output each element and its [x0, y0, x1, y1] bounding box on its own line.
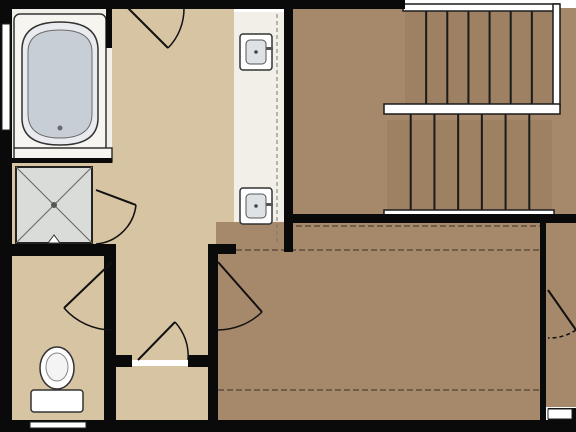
wall-hall-left [208, 244, 236, 254]
wall-closet-right [208, 244, 218, 420]
shower-drain-icon [51, 202, 57, 208]
door-loft [217, 261, 263, 331]
stair-treads-upper [425, 10, 533, 104]
door-toilet-room [63, 261, 113, 331]
wall-tub-right [106, 8, 112, 48]
wall-top [0, 0, 405, 9]
wall-closet-left [108, 355, 132, 367]
wall-toilet-right [104, 244, 116, 420]
wall-tub-bottom [12, 158, 112, 163]
linen-closet-floor [116, 366, 208, 422]
staircase [383, 3, 561, 218]
door-closet [137, 321, 189, 361]
wall-closet-mid [188, 355, 212, 367]
doors [63, 7, 576, 361]
vanity-sink-lower [239, 187, 273, 225]
toilet [30, 346, 84, 413]
trim [1, 23, 573, 429]
stair-treads-lower [409, 114, 531, 212]
shower-head-icon [47, 234, 61, 244]
door-master-bath-top [127, 7, 185, 49]
stair-rail-top [402, 3, 560, 12]
stair-upper-run [405, 12, 557, 104]
vanity-sink-upper [239, 33, 273, 71]
wall-loft-right [540, 222, 546, 420]
fixtures [13, 13, 278, 413]
door-right-edge [547, 289, 576, 339]
stair-lower-run [387, 120, 552, 214]
stair-rail-right [552, 3, 561, 109]
loft-side-floor [542, 222, 576, 407]
ceiling-lines [218, 225, 542, 391]
door-shower [95, 189, 137, 245]
wall-bottom [0, 420, 576, 432]
loft-floor [216, 222, 542, 422]
wall-stair-right [292, 214, 576, 223]
tub-drain-icon [57, 125, 63, 131]
shower [15, 166, 93, 244]
soaking-tub [13, 13, 113, 163]
wall-bath-stair [284, 0, 293, 252]
wall-shower-bottom [12, 244, 112, 256]
stair-landing-rail [383, 103, 561, 115]
